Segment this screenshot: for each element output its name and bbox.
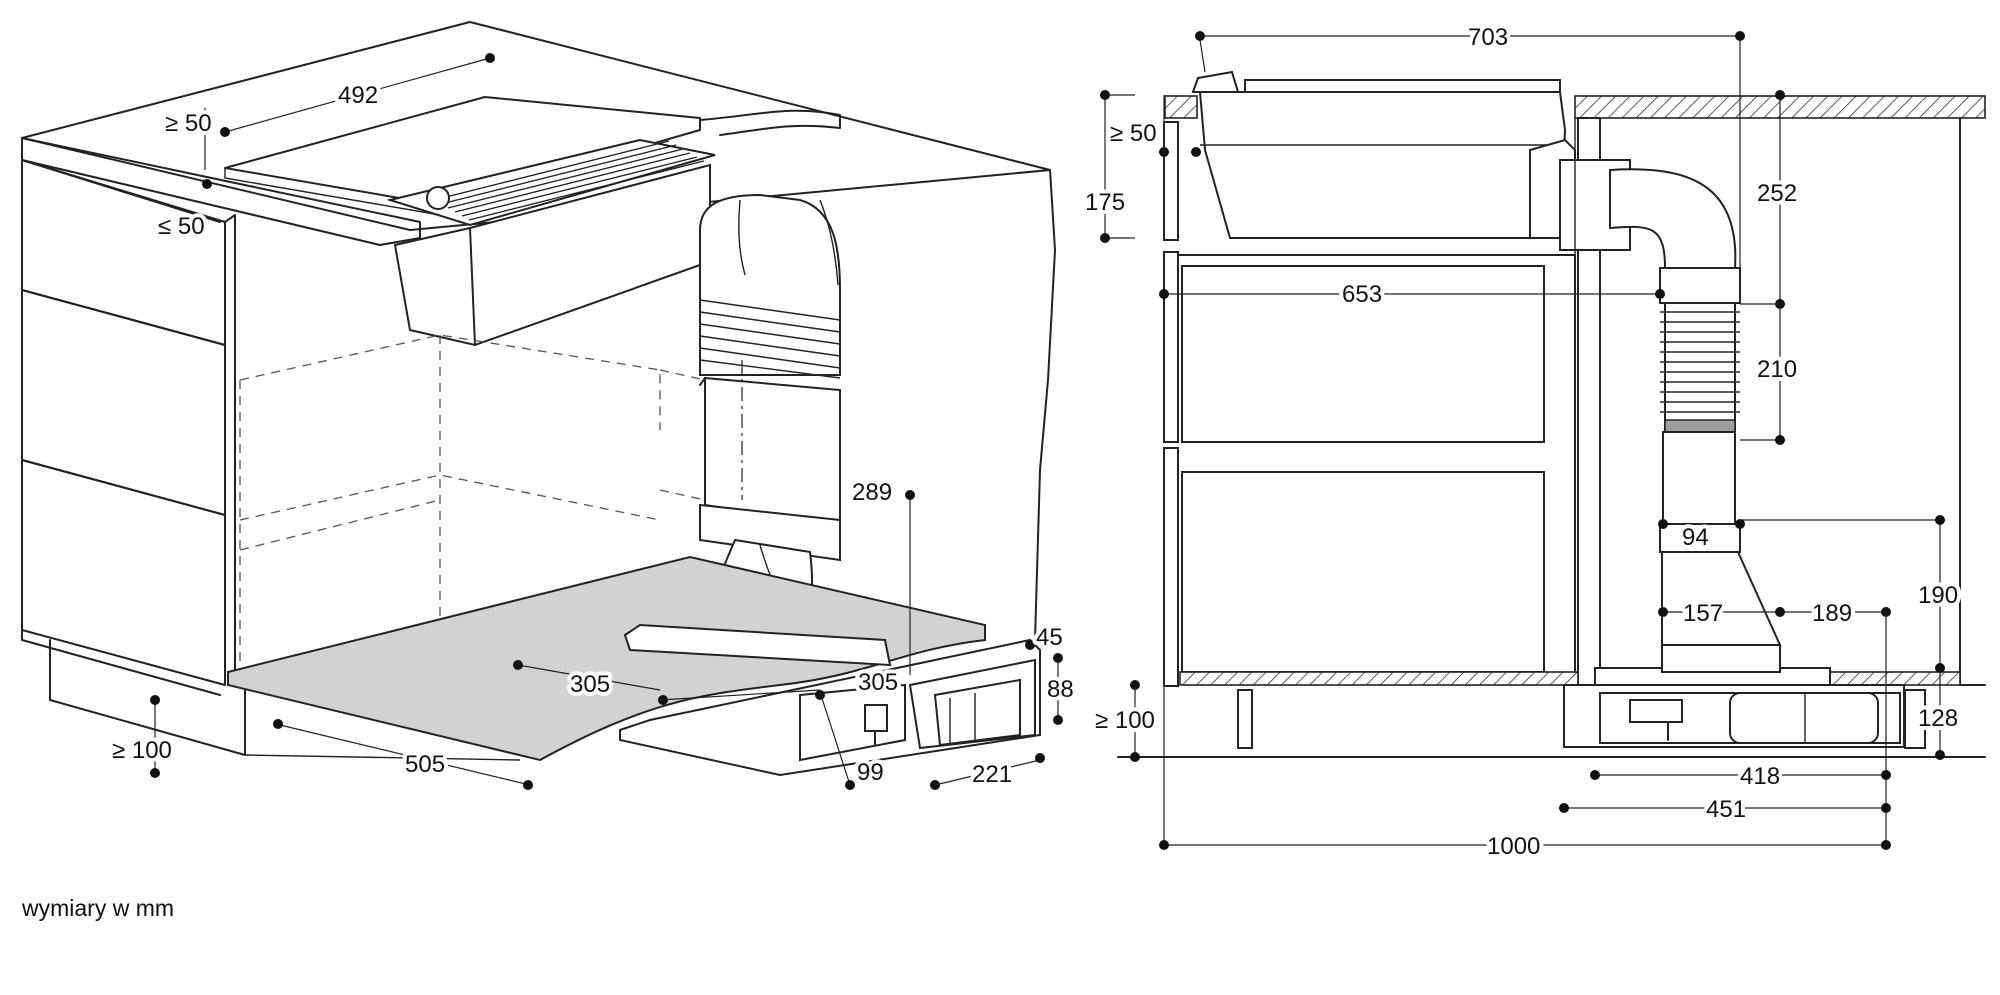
dim-175: 175 xyxy=(1085,189,1125,216)
side-duct xyxy=(1559,159,1782,673)
dim-min-plinth-height: ≥ 100 xyxy=(112,737,172,764)
dim-min-front-offset: ≥ 50 xyxy=(165,110,212,137)
worktop-front xyxy=(1164,95,1198,119)
side-dimensions xyxy=(1100,31,1945,850)
dim-451: 451 xyxy=(1706,796,1746,823)
dim-min-top-clearance: ≥ 50 xyxy=(1110,120,1157,147)
units-caption: wymiary w mm xyxy=(22,895,175,921)
side-plinth-duct xyxy=(1117,684,1986,758)
cabinet-body xyxy=(21,21,1056,761)
dim-252: 252 xyxy=(1757,180,1797,207)
dim-289: 289 xyxy=(852,479,892,506)
dim-88: 88 xyxy=(1047,676,1074,703)
base-plate xyxy=(227,555,986,762)
dim-45: 45 xyxy=(1036,624,1063,651)
dim-min-plinth-height-side: ≥ 100 xyxy=(1095,707,1155,734)
dim-1000: 1000 xyxy=(1487,833,1540,860)
downdraft-unit xyxy=(386,109,841,347)
dim-703: 703 xyxy=(1468,24,1508,51)
dim-157: 157 xyxy=(1683,600,1723,627)
hob-unit xyxy=(1191,70,1576,239)
perspective-view: 492 ≥ 50 ≤ 50 289 45 88 305 305 ≥ 100 50… xyxy=(21,21,1078,792)
dim-max-front-offset: ≤ 50 xyxy=(158,213,205,240)
dim-418: 418 xyxy=(1740,763,1780,790)
dim-305-left: 305 xyxy=(570,671,610,698)
dim-653: 653 xyxy=(1342,281,1382,308)
side-cabinet xyxy=(1163,117,1986,687)
perspective-dimensions xyxy=(150,53,1063,790)
dim-492: 492 xyxy=(338,82,378,109)
dim-189: 189 xyxy=(1812,600,1852,627)
dim-128: 128 xyxy=(1918,705,1958,732)
dim-94: 94 xyxy=(1682,524,1709,551)
dim-221: 221 xyxy=(972,761,1012,788)
side-view: 703 ≥ 50 175 252 653 210 94 190 157 189 … xyxy=(1081,20,1986,864)
dim-99: 99 xyxy=(857,759,884,786)
dim-190: 190 xyxy=(1918,582,1958,609)
dim-305-right: 305 xyxy=(858,669,898,696)
horizontal-duct xyxy=(619,638,1041,777)
dim-505: 505 xyxy=(405,751,445,778)
dim-210: 210 xyxy=(1757,356,1797,383)
